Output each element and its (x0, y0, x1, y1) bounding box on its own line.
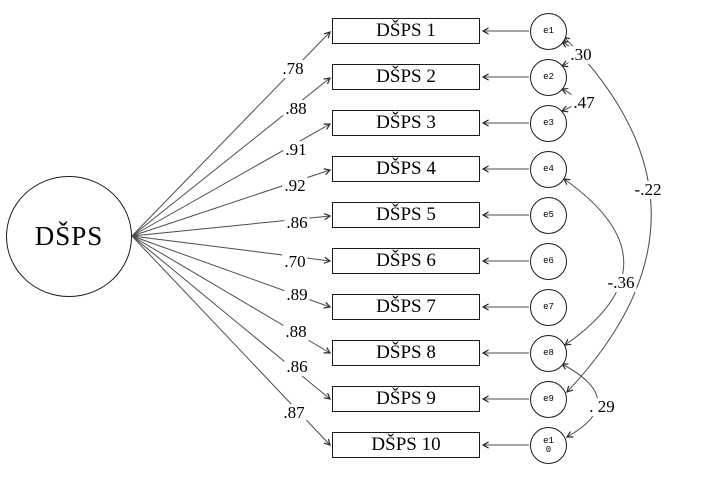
error-circle-e2: e2 (530, 59, 567, 96)
factor-loading-7: .89 (284, 285, 310, 305)
error-circle-e8: e8 (530, 335, 567, 372)
factor-loading-5: .86 (284, 213, 310, 233)
correlation-value-e1-e9: -.22 (632, 180, 664, 200)
error-label: e4 (543, 164, 554, 174)
error-circle-e5: e5 (530, 197, 567, 234)
factor-loading-6: .70 (282, 252, 308, 272)
indicator-box-dsps-7: DŠPS 7 (332, 294, 480, 320)
error-label: e2 (543, 72, 554, 82)
factor-loading-4: .92 (282, 176, 308, 196)
indicator-box-dsps-1: DŠPS 1 (332, 18, 480, 44)
error-label: e3 (543, 118, 554, 128)
correlation-value-e4-e8: -.36 (605, 273, 637, 293)
indicator-label: DŠPS 8 (376, 342, 436, 363)
correlation-arc-e1-e9 (564, 37, 652, 392)
error-circle-e1: e1 (530, 13, 567, 50)
indicator-label: DŠPS 9 (376, 388, 436, 409)
error-circle-e6: e6 (530, 243, 567, 280)
indicator-box-dsps-9: DŠPS 9 (332, 386, 480, 412)
error-label: e7 (543, 302, 554, 312)
factor-loading-1: .78 (280, 59, 306, 79)
factor-loading-9: .86 (284, 357, 310, 377)
indicator-label: DŠPS 10 (371, 434, 441, 455)
indicator-box-dsps-6: DŠPS 6 (332, 248, 480, 274)
indicator-label: DŠPS 5 (376, 204, 436, 225)
indicator-box-dsps-3: DŠPS 3 (332, 110, 480, 136)
indicator-box-dsps-8: DŠPS 8 (332, 340, 480, 366)
indicator-label: DŠPS 6 (376, 250, 436, 271)
error-label: e5 (543, 210, 554, 220)
correlation-value-e2-e3: .47 (571, 93, 597, 113)
correlation-value-e1-e2: .30 (568, 45, 594, 65)
error-label: e1 (543, 26, 554, 36)
indicator-box-dsps-10: DŠPS 10 (332, 432, 480, 458)
factor-loading-3: .91 (283, 140, 309, 160)
correlation-arc-e4-e8 (564, 179, 625, 345)
error-circle-e10: e1 0 (530, 427, 567, 464)
factor-loading-2: .88 (283, 99, 309, 119)
indicator-box-dsps-5: DŠPS 5 (332, 202, 480, 228)
indicator-label: DŠPS 1 (376, 20, 436, 41)
indicator-box-dsps-4: DŠPS 4 (332, 156, 480, 182)
factor-loading-10: .87 (281, 403, 307, 423)
error-label: e8 (543, 348, 554, 358)
indicator-label: DŠPS 2 (376, 66, 436, 87)
error-circle-e4: e4 (530, 151, 567, 188)
factor-loading-8: .88 (283, 322, 309, 342)
error-label: e1 0 (543, 435, 554, 455)
latent-variable-label: DŠPS (34, 221, 104, 251)
error-circle-e3: e3 (530, 105, 567, 142)
indicator-label: DŠPS 4 (376, 158, 436, 179)
error-label: e9 (543, 394, 554, 404)
error-circle-e9: e9 (530, 381, 567, 418)
indicator-label: DŠPS 3 (376, 112, 436, 133)
error-label: e6 (543, 256, 554, 266)
indicator-label: DŠPS 7 (376, 296, 436, 317)
correlation-value-e8-e10: . 29 (587, 397, 617, 417)
latent-variable-circle: DŠPS (6, 176, 132, 297)
error-circle-e7: e7 (530, 289, 567, 326)
indicator-box-dsps-2: DŠPS 2 (332, 64, 480, 90)
